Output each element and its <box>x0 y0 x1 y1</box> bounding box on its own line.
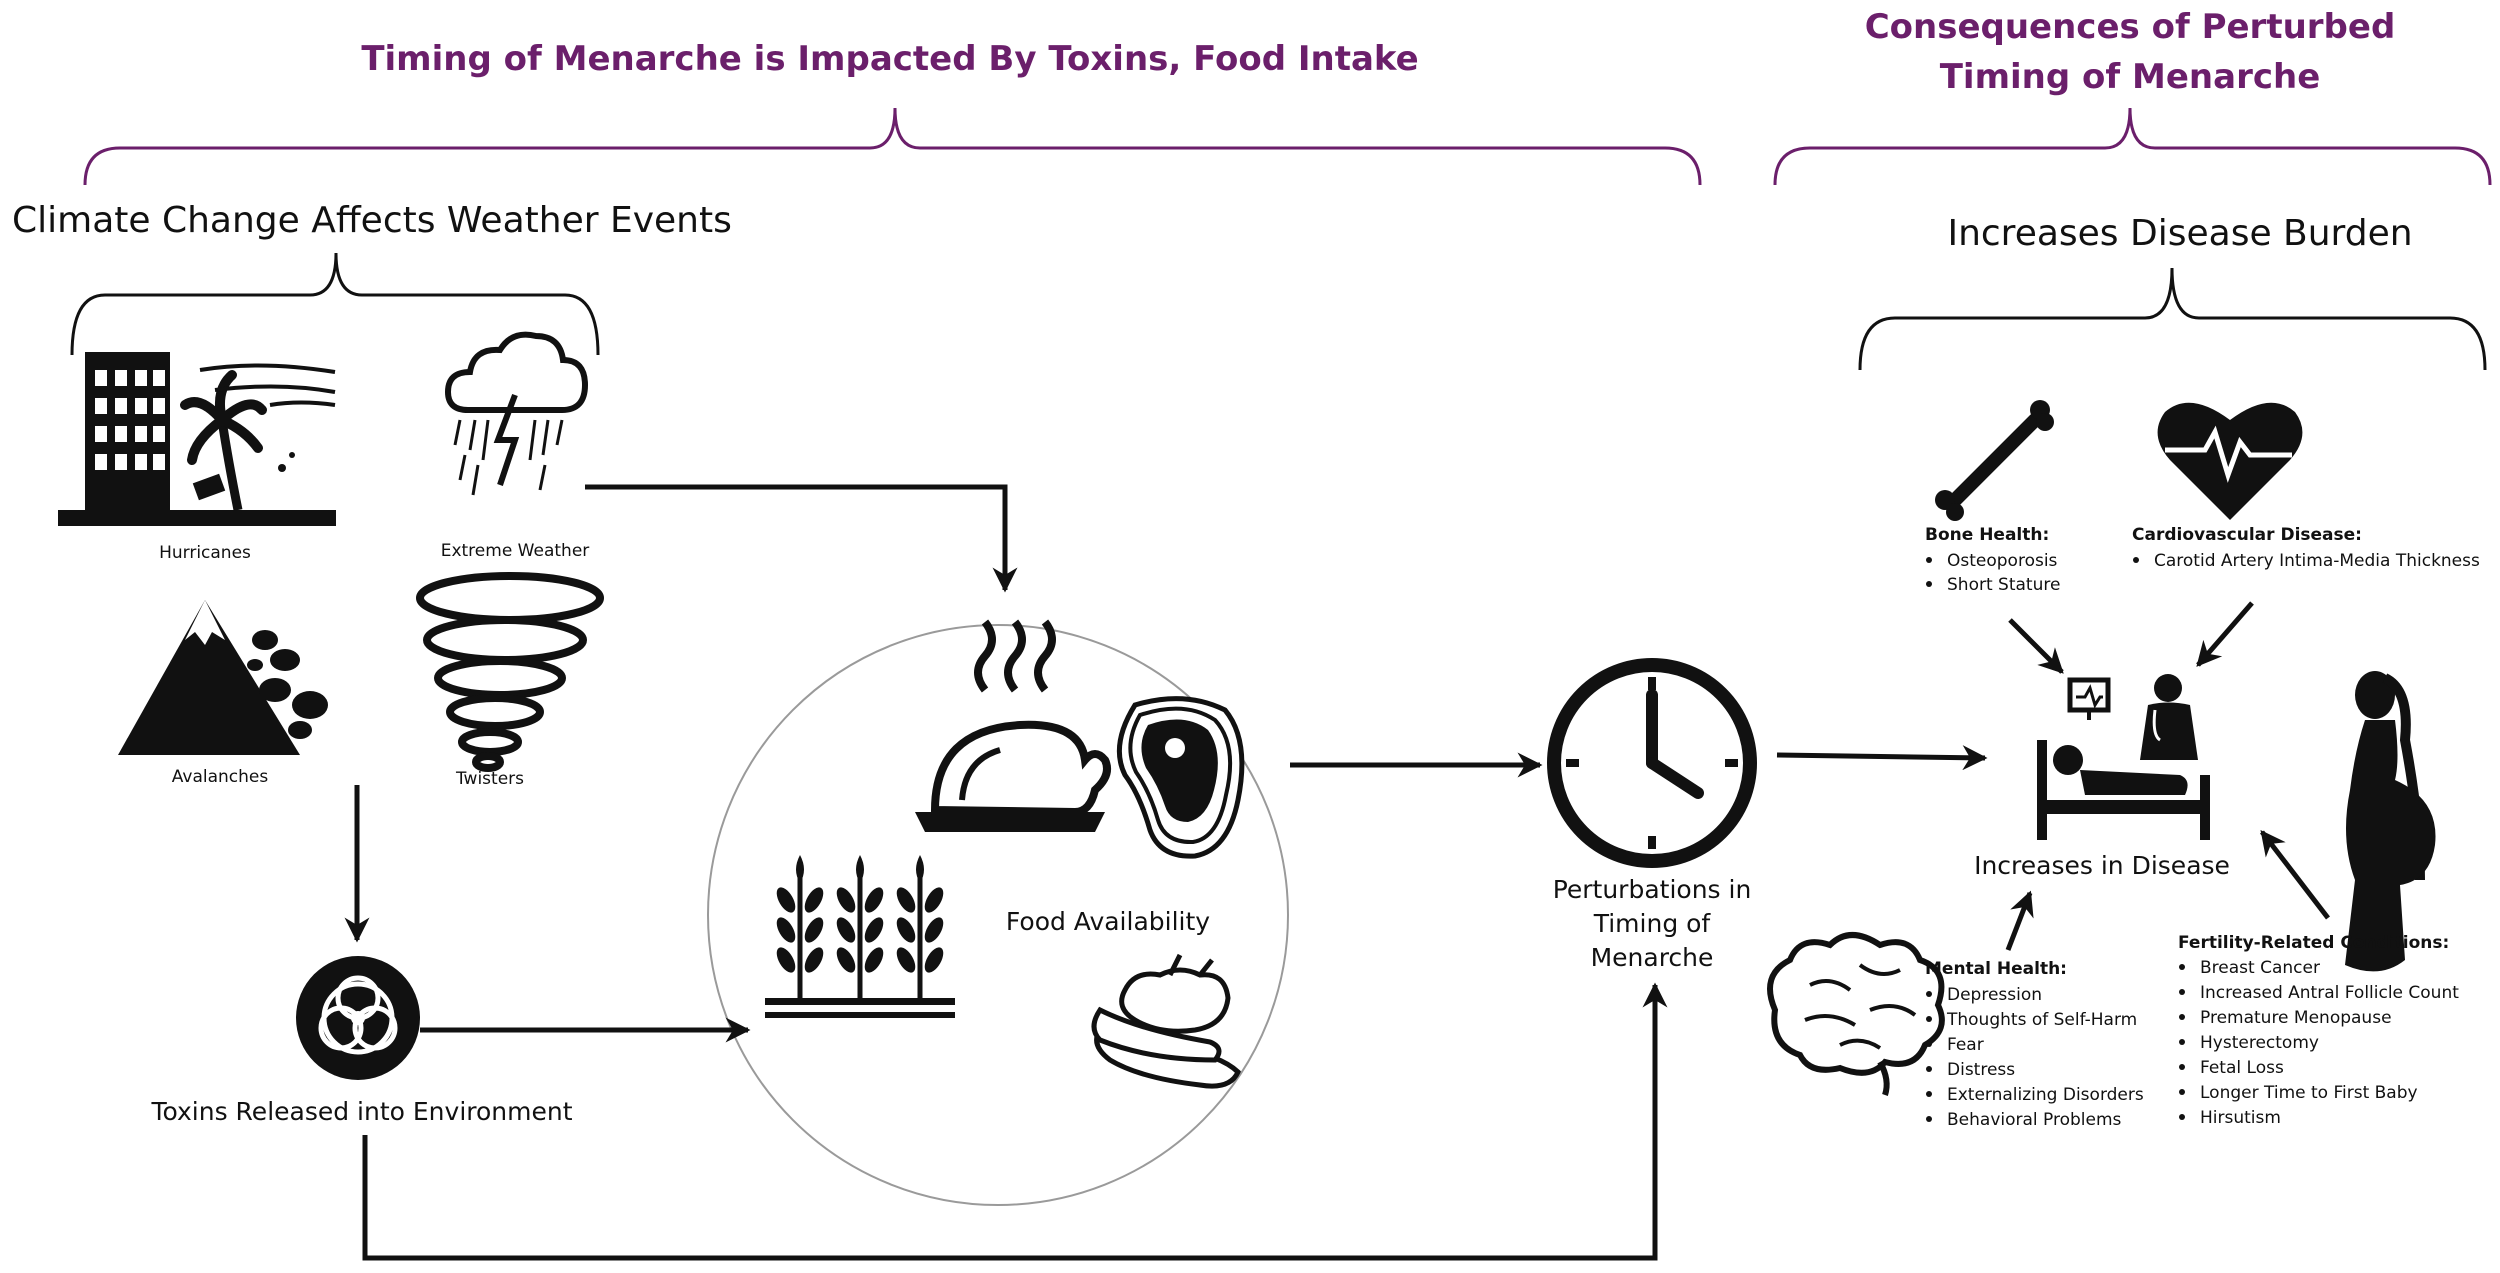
hurricanes-label: Hurricanes <box>159 543 251 563</box>
perturbations-line2: Timing of <box>1593 909 1712 938</box>
disease-bracket <box>1858 267 2487 371</box>
bullet <box>2179 1114 2185 1120</box>
bullet <box>1926 991 1932 997</box>
perturbations-line1: Perturbations in <box>1553 875 1752 904</box>
list-item: Short Stature <box>1947 575 2060 595</box>
right-heading-line1: Consequences of Perturbed <box>1865 7 2396 47</box>
list-item: Hysterectomy <box>2200 1033 2319 1053</box>
connectors <box>344 484 2330 1261</box>
list-item: Distress <box>1947 1060 2015 1080</box>
list-item: Premature Menopause <box>2200 1008 2392 1028</box>
heart-rate-icon <box>2157 402 2303 520</box>
cloud-lightning-icon <box>444 331 589 496</box>
twisters-label: Twisters <box>455 769 524 789</box>
arrow-clock-to-disease <box>1776 745 1988 771</box>
bullet <box>1926 1066 1932 1072</box>
cardio-list: Carotid Artery Intima-Media Thickness <box>2133 551 2480 571</box>
list-item: Increased Antral Follicle Count <box>2200 983 2459 1003</box>
increases-in-disease-label: Increases in Disease <box>1974 851 2230 880</box>
bone-icon <box>1935 400 2054 521</box>
bullet <box>2179 989 2185 995</box>
bullet <box>1926 1016 1932 1022</box>
mental-health-title: Mental Health: <box>1925 959 2067 979</box>
hospital-bed-icon <box>2037 674 2210 840</box>
twister-icon <box>416 572 604 772</box>
climate-title: Climate Change Affects Weather Events <box>12 200 732 241</box>
bullet <box>1926 1116 1932 1122</box>
left-top-bracket <box>83 107 1702 186</box>
perturbations-line3: Menarche <box>1591 943 1714 972</box>
list-item: Carotid Artery Intima-Media Thickness <box>2154 551 2480 571</box>
arrow-mental-to-disease <box>2005 890 2034 951</box>
right-heading-line2: Timing of Menarche <box>1940 57 2321 97</box>
bullet <box>2179 1014 2185 1020</box>
list-item: Behavioral Problems <box>1947 1110 2122 1130</box>
left-heading: Timing of Menarche is Impacted By Toxins… <box>361 39 1418 79</box>
bullet <box>2179 1064 2185 1070</box>
bullet <box>2179 964 2185 970</box>
cardio-title: Cardiovascular Disease: <box>2132 525 2362 545</box>
hurricane-icon <box>58 352 336 526</box>
avalanches-label: Avalanches <box>172 767 269 787</box>
clock-icon <box>1547 658 1757 868</box>
bullet <box>1926 557 1932 563</box>
avalanche-icon <box>118 600 328 755</box>
list-item: Longer Time to First Baby <box>2200 1083 2418 1103</box>
climate-bracket <box>70 252 600 356</box>
arrow-fertility-to-disease <box>2260 830 2330 920</box>
bullet <box>1926 1091 1932 1097</box>
bullet <box>2133 557 2139 563</box>
toxins-label: Toxins Released into Environment <box>150 1097 572 1126</box>
food-availability-label: Food Availability <box>1006 907 1210 936</box>
list-item: Fetal Loss <box>2200 1058 2284 1078</box>
extreme-weather-label: Extreme Weather <box>441 541 590 561</box>
pregnant-woman-icon <box>2345 671 2436 972</box>
arrow-bone-to-disease <box>2008 618 2064 674</box>
biohazard-icon <box>296 956 420 1080</box>
arrow-weather-to-food <box>585 484 1018 593</box>
right-top-bracket <box>1773 107 2492 186</box>
vegetables-icon <box>1091 953 1242 1089</box>
bullet <box>2179 1089 2185 1095</box>
bone-health-title: Bone Health: <box>1925 525 2049 545</box>
list-item: Externalizing Disorders <box>1947 1085 2144 1105</box>
arrow-toxins-to-clock <box>362 982 1668 1261</box>
bullet <box>2179 1039 2185 1045</box>
list-item: Breast Cancer <box>2200 958 2320 978</box>
disease-burden-title: Increases Disease Burden <box>1947 213 2412 254</box>
list-item: Thoughts of Self-Harm <box>1946 1010 2137 1030</box>
food-circle <box>707 624 1289 1206</box>
roast-chicken-icon <box>915 619 1111 832</box>
list-item: Hirsutism <box>2200 1108 2281 1128</box>
list-item: Fear <box>1947 1035 1984 1055</box>
steak-icon <box>1116 696 1245 859</box>
arrow-cardio-to-disease <box>2196 601 2254 667</box>
list-item: Osteoporosis <box>1947 551 2058 571</box>
bullet <box>1926 581 1932 587</box>
list-item: Depression <box>1947 985 2042 1005</box>
fertility-title: Fertility-Related Conditions: <box>2178 933 2449 953</box>
wheat-icon <box>765 855 955 1018</box>
bullet <box>1926 1041 1932 1047</box>
brain-icon <box>1767 932 1945 1096</box>
